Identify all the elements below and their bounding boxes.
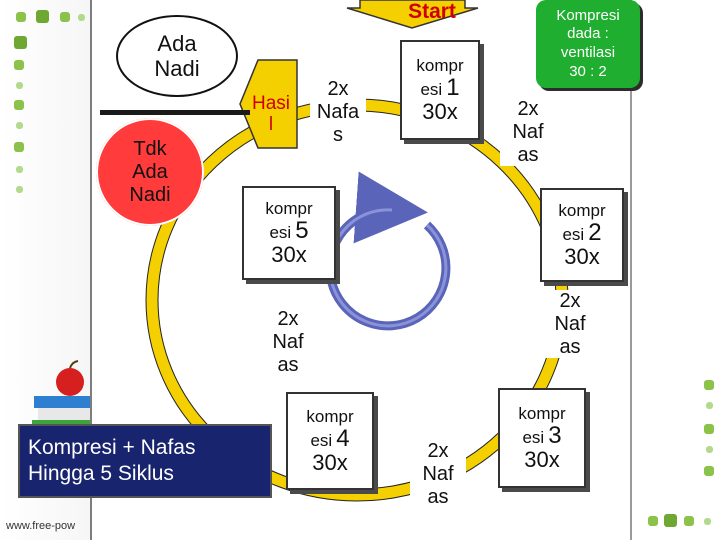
decor-square-icon <box>16 12 26 22</box>
start-label: Start <box>408 0 456 23</box>
decor-square-icon <box>14 142 24 152</box>
divider-bar <box>100 110 250 115</box>
pulse-absent-oval: Tdk Ada Nadi <box>96 118 204 226</box>
breath-step-5: 2x Naf as <box>258 308 318 374</box>
decor-square-icon <box>648 516 658 526</box>
decor-square-icon <box>16 166 23 173</box>
decor-square-icon <box>704 466 714 476</box>
breath-step-3: 2x Naf as <box>540 290 600 358</box>
decor-square-icon <box>704 380 714 390</box>
right-separator-line <box>630 0 632 540</box>
ratio-box: Kompresi dada : ventilasi 30 : 2 <box>536 0 640 88</box>
summary-box: Kompresi + Nafas Hingga 5 Siklus <box>18 424 272 498</box>
breath-step-2: 2x Naf as <box>500 98 556 166</box>
decor-square-icon <box>60 12 70 22</box>
decor-square-icon <box>78 14 85 21</box>
decor-square-icon <box>14 36 27 49</box>
pulse-present-oval: Ada Nadi <box>116 15 238 97</box>
breath-step-4: 2x Naf as <box>410 440 466 508</box>
decor-square-icon <box>706 402 713 409</box>
decor-square-icon <box>36 10 49 23</box>
left-separator-line <box>90 0 92 540</box>
decor-square-icon <box>684 516 694 526</box>
breath-step-1: 2x Nafa s <box>310 78 366 154</box>
decor-square-icon <box>704 424 714 434</box>
decor-square-icon <box>16 186 23 193</box>
decor-square-icon <box>706 446 713 453</box>
start-arrow <box>346 0 479 29</box>
decor-square-icon <box>16 122 23 129</box>
decor-square-icon <box>14 100 24 110</box>
decor-square-icon <box>16 82 23 89</box>
cpr-cycle-diagram: Start Hasi l Ada Nadi Tdk Ada Nadi Kompr… <box>92 0 640 540</box>
footer-watermark: www.free-pow <box>6 520 76 532</box>
decor-square-icon <box>704 518 711 525</box>
result-label: Hasi l <box>251 93 290 135</box>
decor-square-icon <box>664 514 677 527</box>
decor-square-icon <box>14 60 24 70</box>
